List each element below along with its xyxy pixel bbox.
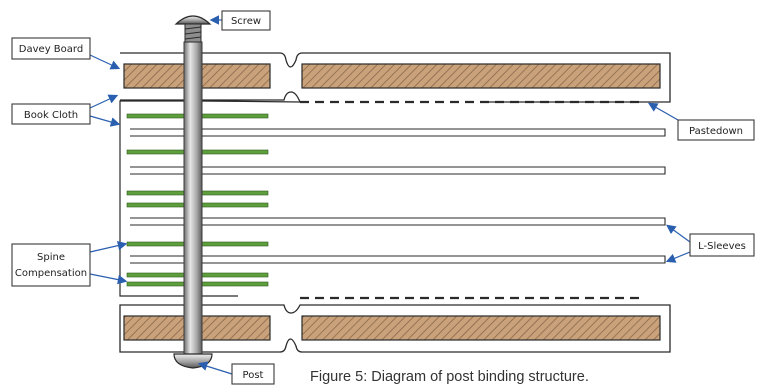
label-post: Post [243,370,264,381]
callout-leaders [89,15,691,375]
callout-pastedown: Pastedown [677,119,755,141]
post-shaft [183,41,203,355]
bottom-davey-board-right [301,315,661,341]
screw-icon [174,15,212,43]
l-sleeve [130,255,666,264]
label-book-cloth: Book Cloth [24,110,78,121]
callout-post: Post [231,363,275,385]
figure-caption: Figure 5: Diagram of post binding struct… [310,369,589,385]
label-spine-compensation-line2: Compensation [15,268,87,279]
l-sleeve [130,128,666,137]
label-spine-compensation-line1: Spine [37,252,65,263]
callout-davey-board: Davey Board [11,37,91,60]
l-sleeve [130,166,666,175]
label-davey-board: Davey Board [19,44,83,55]
callout-screw: Screw [221,10,271,31]
callout-l-sleeves: L-Sleeves [689,233,755,257]
label-screw: Screw [231,16,261,27]
label-pastedown: Pastedown [689,126,743,137]
book-block-outline [119,100,238,297]
callout-book-cloth: Book Cloth [11,103,91,125]
l-sleeve [130,217,666,226]
label-l-sleeves: L-Sleeves [698,241,746,252]
callout-spine-compensation: Spine Compensation [11,243,91,287]
top-davey-board-right [301,63,661,89]
